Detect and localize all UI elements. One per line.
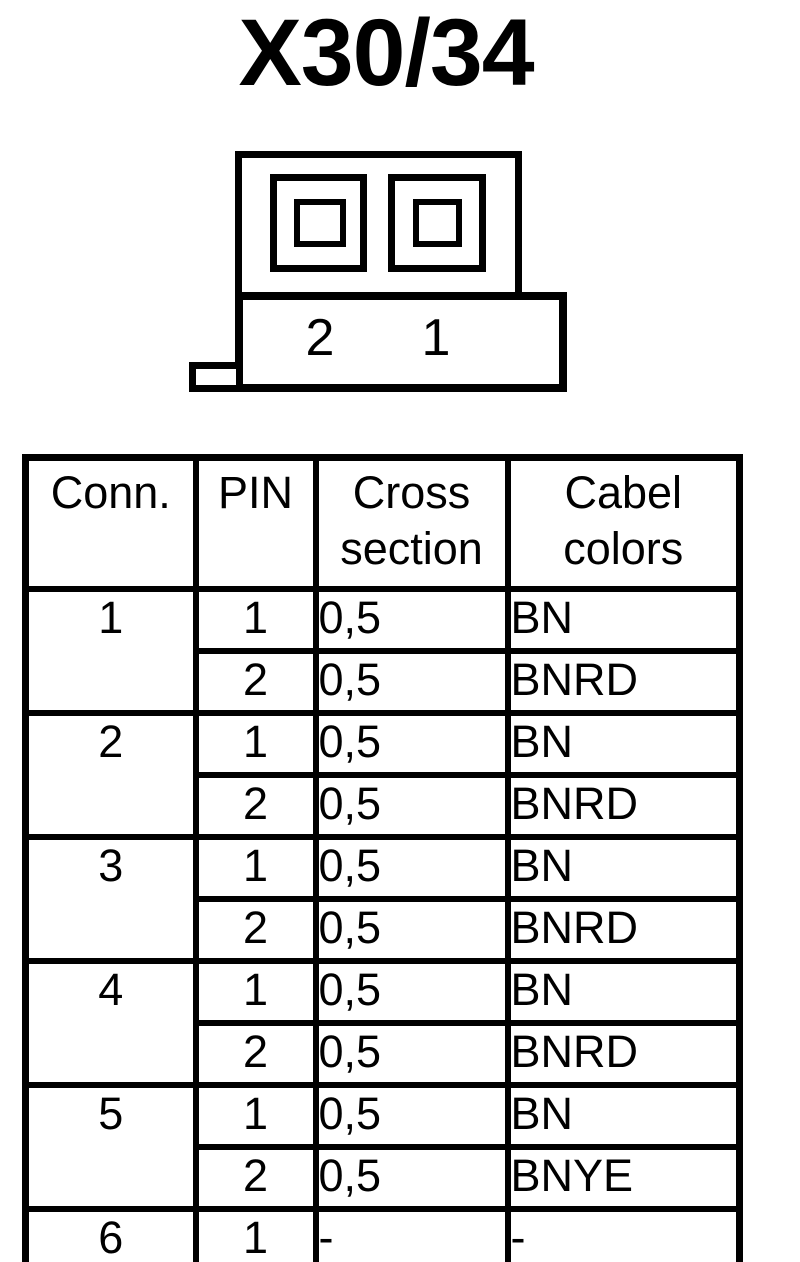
cell-cable-color: - xyxy=(504,1206,743,1262)
cell-cable-color: BN xyxy=(504,710,743,778)
cell-pin-number: 2 xyxy=(192,772,319,840)
cell-cross-section: - xyxy=(312,1206,511,1262)
cell-pin-number: 1 xyxy=(192,834,319,902)
table-row: 1 1 0,5 BN xyxy=(22,586,743,716)
cell-pin-number: 1 xyxy=(192,586,319,654)
cell-cable-color: BNYE xyxy=(504,1144,743,1212)
cell-cable-color: BNRD xyxy=(504,1020,743,1088)
cell-cross-section: 0,5 xyxy=(312,1020,511,1088)
table-row: 2 1 0,5 BN xyxy=(22,710,743,840)
cell-conn-number: 1 xyxy=(22,586,199,716)
cell-cross-section: 0,5 xyxy=(312,896,511,964)
connector-housing-bottom xyxy=(235,292,567,392)
cell-cable-color: BN xyxy=(504,834,743,902)
table-row: 2 0,5 BNRD xyxy=(26,772,743,840)
pinout-table: Conn. PIN Cross section Cabel colors 1 1… xyxy=(22,454,743,1262)
page-title: X30/34 xyxy=(238,0,534,106)
cell-cross-section: 0,5 xyxy=(312,834,511,902)
pin-number-label: 2 xyxy=(305,309,335,367)
cell-pin-number: 2 xyxy=(192,1020,319,1088)
cell-pin-number: 1 xyxy=(192,1206,319,1262)
pin-cavity-1-terminal xyxy=(413,199,462,247)
cell-cross-section: 0,5 xyxy=(312,710,511,778)
col-header-pin: PIN xyxy=(192,454,319,592)
table-row: 6 1 - - xyxy=(22,1206,743,1262)
cell-cross-section: 0,5 xyxy=(312,1144,511,1212)
table-row: 2 0,5 BNYE xyxy=(26,1144,743,1212)
cell-conn-number: 2 xyxy=(22,710,199,840)
connector-mount-tab xyxy=(189,362,243,392)
cell-conn-number: 6 xyxy=(22,1206,199,1262)
table-row: 2 0,5 BNRD xyxy=(26,1020,743,1088)
cell-pin-number: 1 xyxy=(192,710,319,778)
table-row: 2 0,5 BNRD xyxy=(26,896,743,964)
cell-cable-color: BNRD xyxy=(504,648,743,716)
table-row: 3 1 0,5 BN xyxy=(22,834,743,964)
cell-conn-number: 5 xyxy=(22,1082,199,1212)
cell-conn-number: 3 xyxy=(22,834,199,964)
pin-cavity-2-terminal xyxy=(294,199,346,247)
cell-cross-section: 0,5 xyxy=(312,586,511,654)
cell-pin-number: 2 xyxy=(192,1144,319,1212)
cell-cable-color: BN xyxy=(504,586,743,654)
cell-cable-color: BNRD xyxy=(504,896,743,964)
table-row: 4 1 0,5 BN xyxy=(22,958,743,1088)
col-header-cross-section: Cross section xyxy=(312,454,511,592)
cell-pin-number: 1 xyxy=(192,1082,319,1150)
cell-cable-color: BNRD xyxy=(504,772,743,840)
cell-pin-number: 2 xyxy=(192,648,319,716)
cell-cross-section: 0,5 xyxy=(312,958,511,1026)
col-header-cable-colors: Cabel colors xyxy=(504,454,743,592)
cell-pin-number: 2 xyxy=(192,896,319,964)
table-header-row: Conn. PIN Cross section Cabel colors xyxy=(22,454,743,592)
cell-cross-section: 0,5 xyxy=(312,648,511,716)
col-header-conn: Conn. xyxy=(22,454,199,592)
cell-pin-number: 1 xyxy=(192,958,319,1026)
table-row: 5 1 0,5 BN xyxy=(22,1082,743,1212)
table-row: 2 0,5 BNRD xyxy=(26,648,743,716)
cell-cable-color: BN xyxy=(504,1082,743,1150)
cell-cross-section: 0,5 xyxy=(312,772,511,840)
pin-number-label: 1 xyxy=(421,309,451,367)
cell-cross-section: 0,5 xyxy=(312,1082,511,1150)
cell-conn-number: 4 xyxy=(22,958,199,1088)
cell-cable-color: BN xyxy=(504,958,743,1026)
